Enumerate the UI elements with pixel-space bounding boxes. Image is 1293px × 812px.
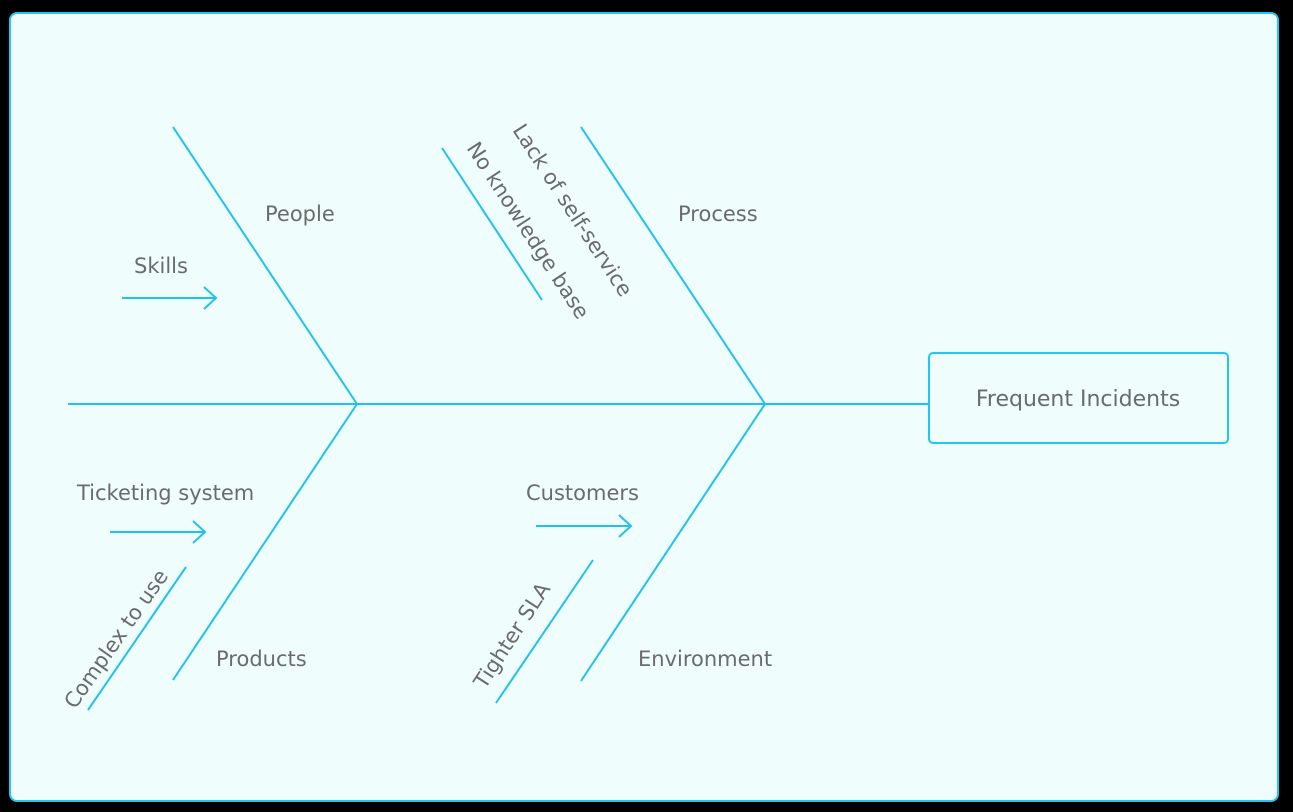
cause-label-skills: Skills (134, 254, 188, 278)
category-label-people: People (265, 202, 335, 226)
effect-label: Frequent Incidents (976, 387, 1180, 412)
cause-line-complex-to-use (87, 566, 187, 711)
category-label-process: Process (678, 202, 758, 226)
cause-line-no-knowledge-base (441, 147, 543, 301)
category-label-products: Products (216, 647, 307, 671)
cause-label-ticketing-system: Ticketing system (76, 481, 254, 505)
bone-process (580, 126, 766, 405)
effect-box[interactable] (928, 352, 1229, 444)
cause-label-customers: Customers (526, 481, 639, 505)
arrowhead-icon (618, 514, 633, 538)
arrowhead-icon (192, 520, 207, 544)
arrowhead-icon (203, 286, 218, 310)
cause-line-tighter-sla (495, 559, 594, 704)
bone-environment (580, 403, 766, 682)
bone-people (172, 126, 358, 405)
category-label-environment: Environment (638, 647, 772, 671)
bone-products (172, 403, 358, 681)
cause-label-complex-to-use: Complex to use (59, 565, 173, 713)
